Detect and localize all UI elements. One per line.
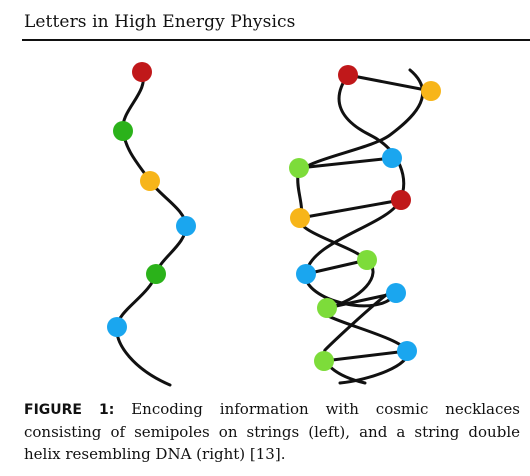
yellow-bead bbox=[421, 81, 441, 101]
figure-caption-text: Encoding information with cosmic necklac… bbox=[24, 400, 520, 463]
green-bead bbox=[289, 158, 309, 178]
blue-bead bbox=[176, 216, 196, 236]
red-bead bbox=[391, 190, 411, 210]
helix-strand-b bbox=[296, 68, 425, 385]
figure-label: FIGURE 1: bbox=[24, 402, 115, 418]
helix-rung bbox=[346, 73, 433, 93]
journal-name: Letters in High Energy Physics bbox=[24, 12, 296, 32]
green-bead bbox=[113, 121, 133, 141]
blue-bead bbox=[107, 317, 127, 337]
figure-illustration bbox=[107, 62, 441, 387]
helix-rung bbox=[298, 198, 403, 220]
green-bead bbox=[317, 298, 337, 318]
helix-rung bbox=[304, 258, 369, 276]
helix-rung bbox=[297, 156, 394, 170]
left-necklace-string bbox=[115, 70, 188, 387]
blue-bead bbox=[382, 148, 402, 168]
figure-caption: FIGURE 1: Encoding information with cosm… bbox=[24, 398, 520, 465]
helix-beads bbox=[289, 65, 441, 371]
header-rule bbox=[22, 39, 530, 41]
helix-rungs bbox=[297, 73, 433, 363]
helix-rung bbox=[325, 291, 398, 310]
helix-rung bbox=[322, 349, 409, 363]
red-bead bbox=[338, 65, 358, 85]
blue-bead bbox=[296, 264, 316, 284]
blue-bead bbox=[386, 283, 406, 303]
blue-bead bbox=[397, 341, 417, 361]
green-bead bbox=[146, 264, 166, 284]
yellow-bead bbox=[290, 208, 310, 228]
left-necklace-beads bbox=[107, 62, 196, 337]
green-bead bbox=[314, 351, 334, 371]
green-bead bbox=[357, 250, 377, 270]
yellow-bead bbox=[140, 171, 160, 191]
red-bead bbox=[132, 62, 152, 82]
helix-strand-a bbox=[304, 73, 406, 385]
